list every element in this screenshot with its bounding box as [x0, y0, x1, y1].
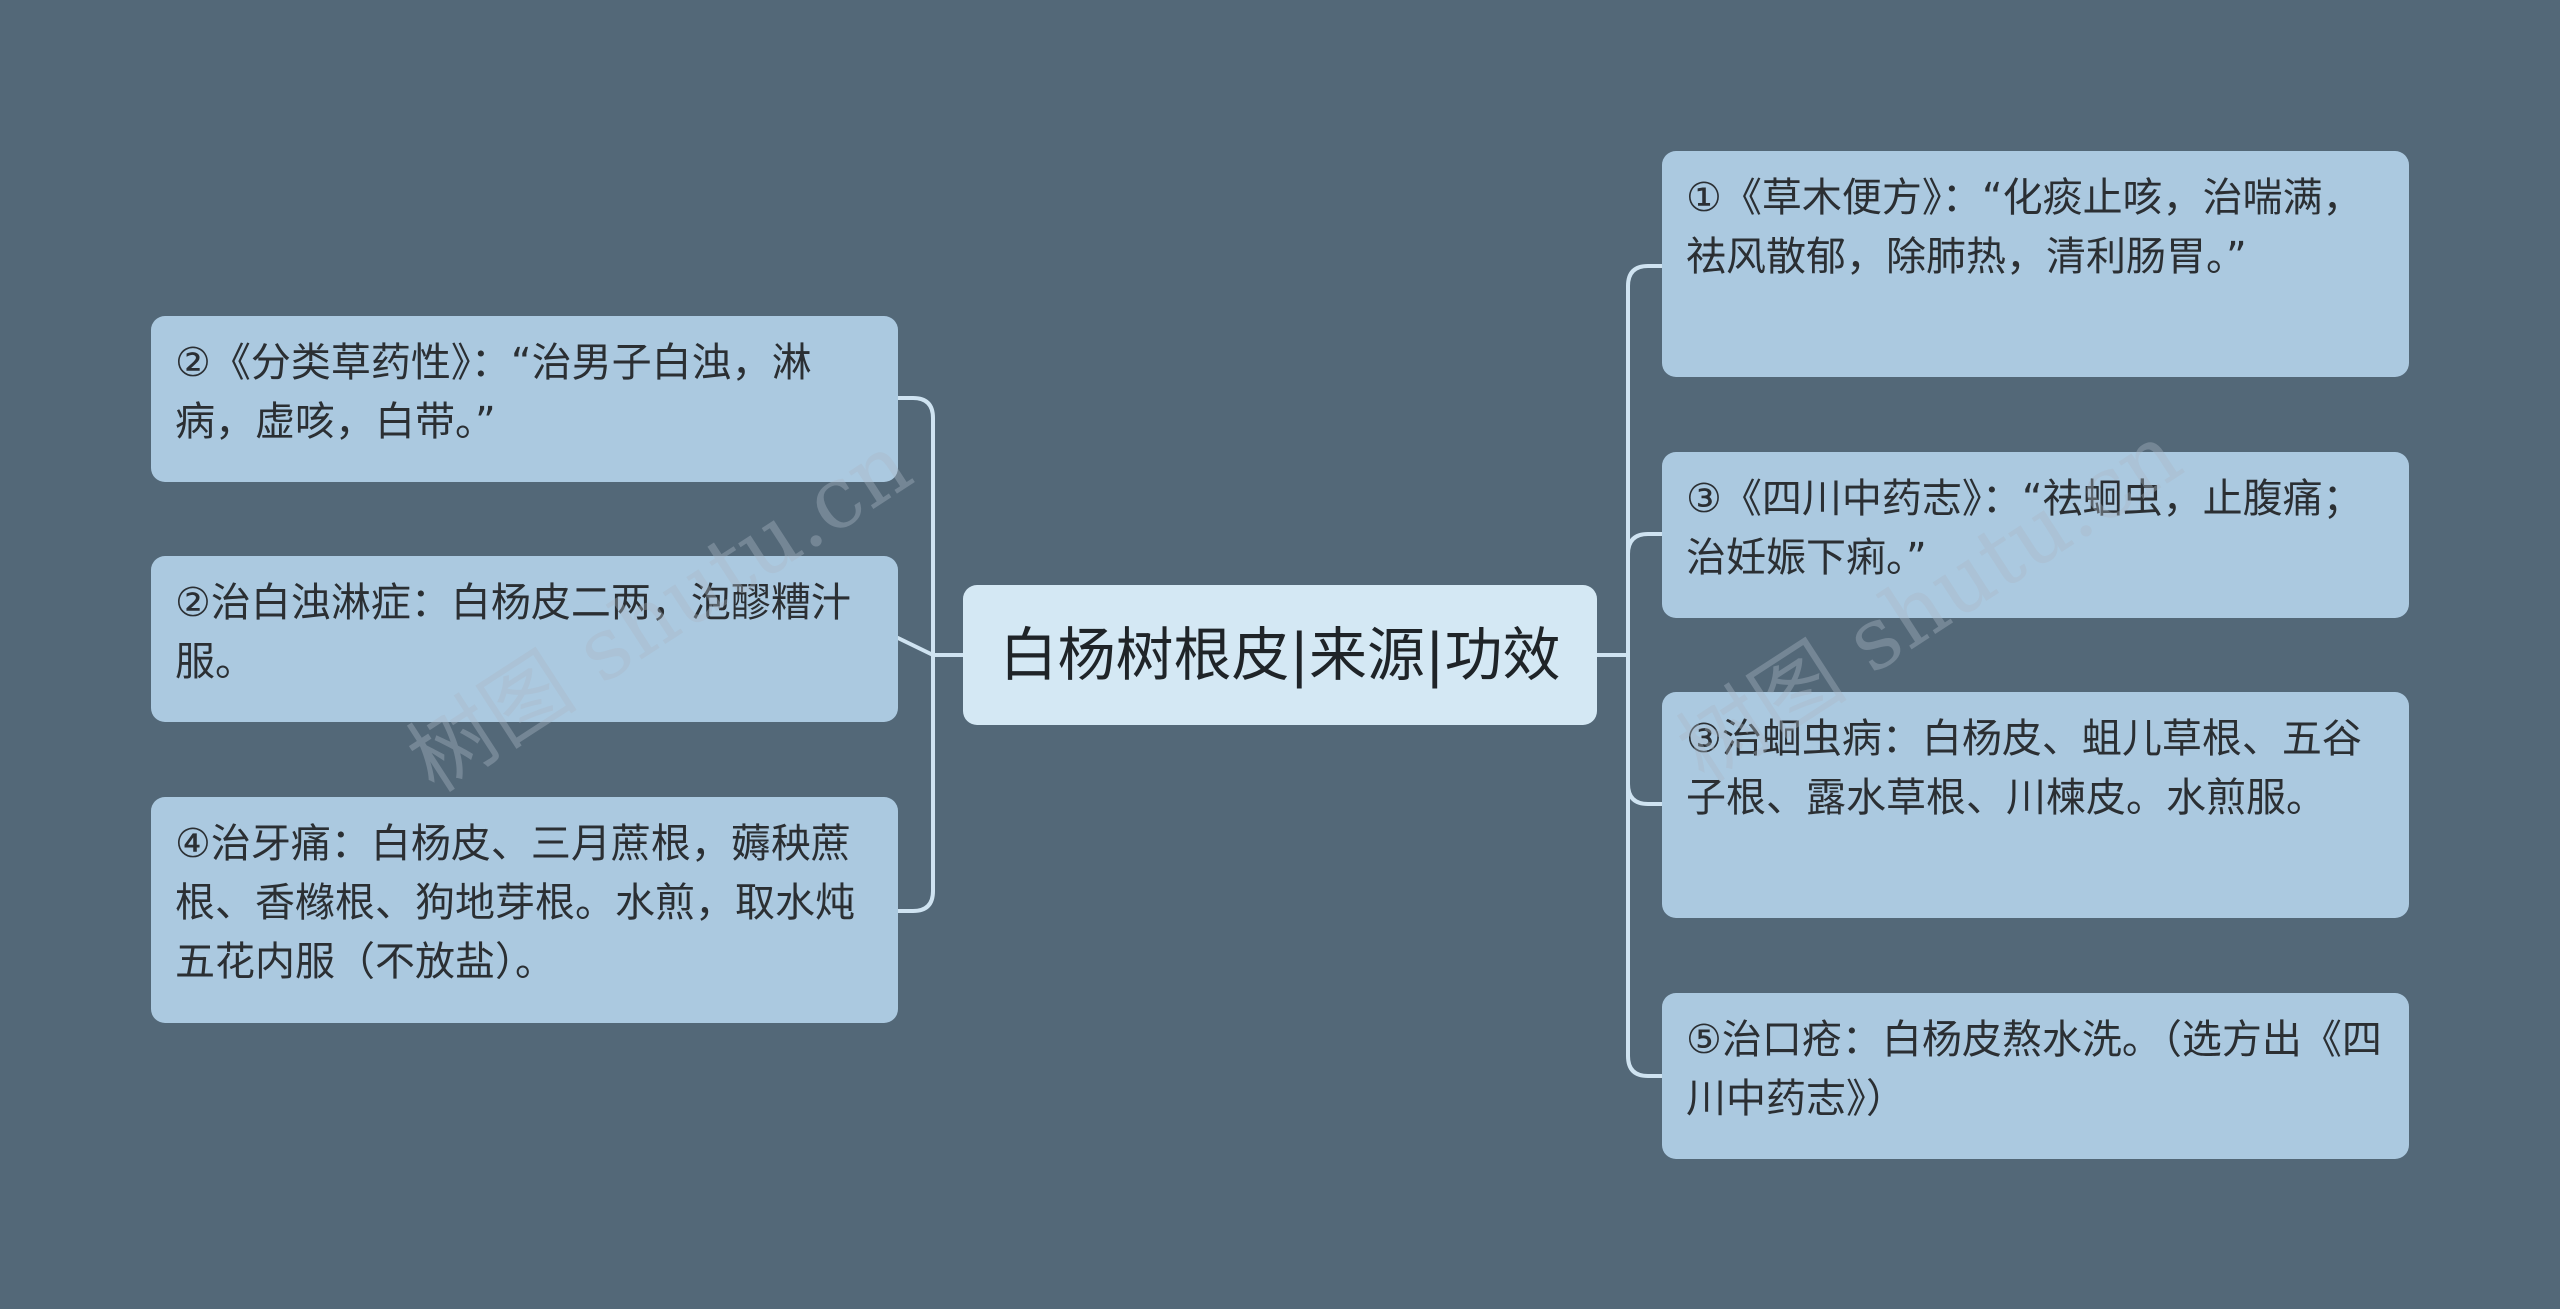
right-topic-4-text: ⑤治口疮：白杨皮熬水洗。（选方出《四川中药志》） [1686, 1017, 2382, 1122]
left-topic-2[interactable]: ②治白浊淋症：白杨皮二两，泡醪糟汁服。 [151, 556, 898, 722]
right-topic-1-text: ①《草木便方》：“化痰止咳，治喘满，祛风散郁，除肺热，清利肠胃。” [1686, 175, 2363, 280]
connector-right-3 [1626, 653, 1664, 806]
connector-left-3 [896, 653, 935, 913]
connector-left-2 [896, 636, 935, 657]
root-topic[interactable]: 白杨树根皮|来源|功效 [963, 585, 1597, 725]
left-topic-1-text: ②《分类草药性》：“治男子白浊，淋病，虚咳，白带。” [175, 340, 812, 445]
left-topic-3[interactable]: ④治牙痛：白杨皮、三月蔗根，薅秧蔗根、香橼根、狗地芽根。水煎，取水炖五花内服（不… [151, 797, 898, 1023]
left-topic-3-text: ④治牙痛：白杨皮、三月蔗根，薅秧蔗根、香橼根、狗地芽根。水煎，取水炖五花内服（不… [175, 821, 855, 985]
right-topic-1[interactable]: ①《草木便方》：“化痰止咳，治喘满，祛风散郁，除肺热，清利肠胃。” [1662, 151, 2409, 377]
right-topic-4[interactable]: ⑤治口疮：白杨皮熬水洗。（选方出《四川中药志》） [1662, 993, 2409, 1159]
connector-left-1 [896, 396, 935, 657]
connector-right-4 [1626, 653, 1664, 1078]
root-topic-label: 白杨树根皮|来源|功效 [999, 621, 1561, 689]
left-topic-1[interactable]: ②《分类草药性》：“治男子白浊，淋病，虚咳，白带。” [151, 316, 898, 482]
right-topic-3[interactable]: ③治蛔虫病：白杨皮、蛆儿草根、五谷子根、露水草根、川楝皮。水煎服。 [1662, 692, 2409, 918]
connector-right-2 [1626, 532, 1664, 657]
right-topic-2-text: ③《四川中药志》：“祛蛔虫，止腹痛；治妊娠下痢。” [1686, 476, 2363, 581]
right-topic-3-text: ③治蛔虫病：白杨皮、蛆儿草根、五谷子根、露水草根、川楝皮。水煎服。 [1686, 716, 2362, 821]
connector-right-1 [1626, 264, 1664, 657]
left-topic-2-text: ②治白浊淋症：白杨皮二两，泡醪糟汁服。 [175, 580, 851, 685]
right-topic-2[interactable]: ③《四川中药志》：“祛蛔虫，止腹痛；治妊娠下痢。” [1662, 452, 2409, 618]
